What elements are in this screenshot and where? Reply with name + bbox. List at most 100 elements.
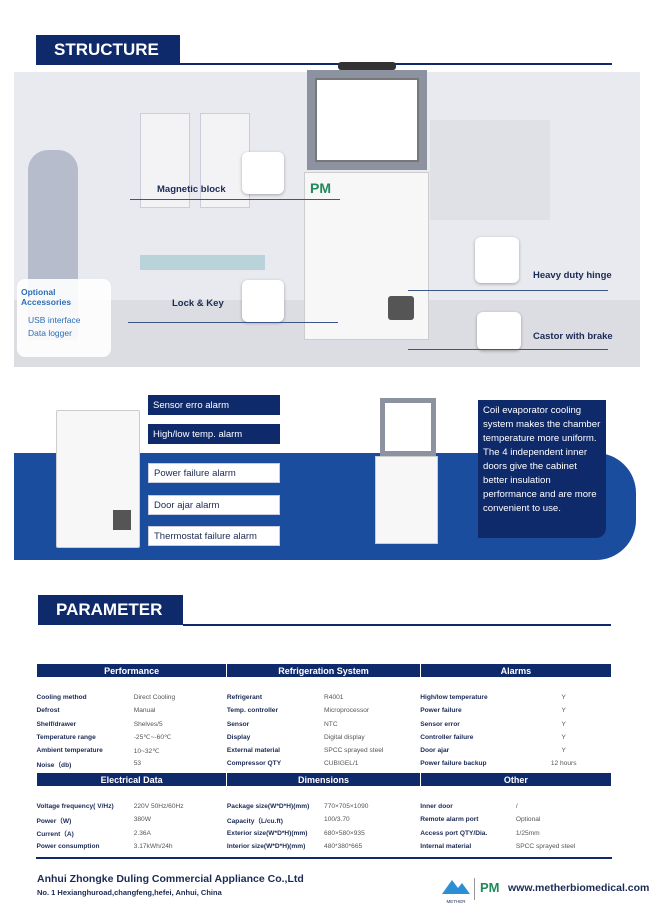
param-key: Noise（db) <box>36 761 72 769</box>
param-key: Remote alarm port <box>420 816 479 824</box>
param-key: Package size(W*D*H)(mm) <box>226 802 310 810</box>
param-value: 480*380*665 <box>324 842 363 850</box>
freezer-panel <box>388 296 414 320</box>
param-value: 380W <box>133 816 151 824</box>
param-value: Microprocessor <box>324 707 370 715</box>
optional-accessories-title: Optional Accessories <box>21 287 72 307</box>
structure-title: STRUCTURE <box>36 35 180 65</box>
alarm-door-ajar: Door ajar alarm <box>148 495 280 515</box>
param-key: Display <box>226 733 251 741</box>
param-key: Power consumption <box>36 842 100 850</box>
param-key: Exterior size(W*D*H)(mm) <box>226 829 308 837</box>
param-key: Temperature range <box>36 733 96 741</box>
accessory-data-logger: Data logger <box>28 328 72 338</box>
mether-logo: METHER <box>442 878 470 904</box>
open-freezer-lid <box>380 398 436 456</box>
hinge-pointer <box>408 290 608 291</box>
parameter-title-text: PARAMETER <box>56 600 163 619</box>
table-row: Ambient temperature 10~32℃ External materi… <box>37 744 612 757</box>
param-value: Y <box>561 720 566 728</box>
logo-text: METHER <box>446 899 466 904</box>
heavy-duty-hinge-label: Heavy duty hinge <box>533 270 612 281</box>
table-header: Performance <box>35 663 228 678</box>
param-value: 3.17kWh/24h <box>133 842 173 850</box>
description-box: Coil evaporator cooling system makes the… <box>478 400 606 538</box>
lock-key-pointer <box>128 322 338 323</box>
param-key: Power failure backup <box>420 760 487 768</box>
param-key: Cooling method <box>36 693 87 701</box>
freezer-brand-mark: PM <box>310 180 331 196</box>
magnetic-block-pointer <box>130 199 340 200</box>
table-header: Alarms <box>419 663 613 678</box>
lock-key-label: Lock & Key <box>172 298 224 309</box>
lock-image <box>242 280 284 322</box>
alarm-sensor-error: Sensor erro alarm <box>148 395 280 415</box>
param-value: 680×580×935 <box>324 829 365 837</box>
param-value: Y <box>561 733 566 741</box>
structure-title-text: STRUCTURE <box>54 40 159 59</box>
param-key: Ambient temperature <box>36 747 103 755</box>
param-value: / <box>515 802 518 810</box>
param-key: Controller failure <box>420 733 474 741</box>
param-value: 770×705×1090 <box>324 802 369 810</box>
param-value: Digital display <box>324 733 365 741</box>
param-key: Refrigerant <box>226 693 263 701</box>
param-value: Optional <box>515 816 541 824</box>
param-key: External material <box>226 747 281 755</box>
param-value: Shelves/5 <box>133 720 163 728</box>
parameter-title: PARAMETER <box>38 595 183 625</box>
param-value: Y <box>561 707 566 715</box>
param-key: Compressor QTY <box>226 760 282 768</box>
param-key: Access port QTY/Dia. <box>420 829 488 837</box>
param-value: Y <box>561 693 566 701</box>
castor-label: Castor with brake <box>533 331 613 342</box>
alarm-high-low-temp: High/low temp. alarm <box>148 424 280 444</box>
hinge-image <box>475 237 519 283</box>
param-value: R4001 <box>324 693 344 701</box>
param-key: Shelf/drawer <box>36 720 77 728</box>
param-value: 53 <box>133 760 142 768</box>
company-name: Anhui Zhongke Duling Commercial Applianc… <box>37 873 304 885</box>
alarm-thermostat-failure: Thermostat failure alarm <box>148 526 280 546</box>
param-value: 10~32℃ <box>133 747 160 755</box>
company-address: No. 1 Hexianghuroad,changfeng,hefei, Anh… <box>37 888 222 897</box>
open-freezer-image <box>375 456 438 544</box>
mountain-logo-icon <box>442 880 470 894</box>
param-key: Internal material <box>420 842 472 850</box>
optional-accessories-box: Optional Accessories USB interface Data … <box>17 279 111 357</box>
structure-divider <box>180 63 612 65</box>
table-header: Dimensions <box>226 772 421 787</box>
alarm-power-failure: Power failure alarm <box>148 463 280 483</box>
param-key: Interior size(W*D*H)(mm) <box>226 842 306 850</box>
param-key: Sensor error <box>420 720 460 728</box>
param-value: 1/25mm <box>515 829 540 837</box>
accessory-usb: USB interface <box>28 315 81 325</box>
magnetic-block-image <box>242 152 284 194</box>
table-row: Temperature range -25℃~-60℃ Display Digital… <box>37 731 612 744</box>
cabinet <box>430 120 550 220</box>
param-key: Capacity（L/cu.ft) <box>226 817 283 825</box>
param-value: -25℃~-60℃ <box>133 734 172 742</box>
logo-separator <box>474 878 475 900</box>
website-link[interactable]: www.metherbiomedical.com <box>508 882 650 894</box>
magnetic-block-label: Magnetic block <box>157 184 226 195</box>
freezer-handle <box>338 62 396 70</box>
bed <box>140 255 265 270</box>
param-key: Inner door <box>420 802 453 810</box>
param-value: Manual <box>133 707 156 715</box>
castor-pointer <box>408 349 608 350</box>
table-header: Refrigeration System <box>226 663 421 678</box>
param-key: Door ajar <box>420 747 450 755</box>
param-key: High/low temperature <box>420 693 488 701</box>
brand-mark: PM <box>480 880 500 895</box>
table-row: Power consumption 3.17kWh/24h Interior siz… <box>37 840 612 853</box>
